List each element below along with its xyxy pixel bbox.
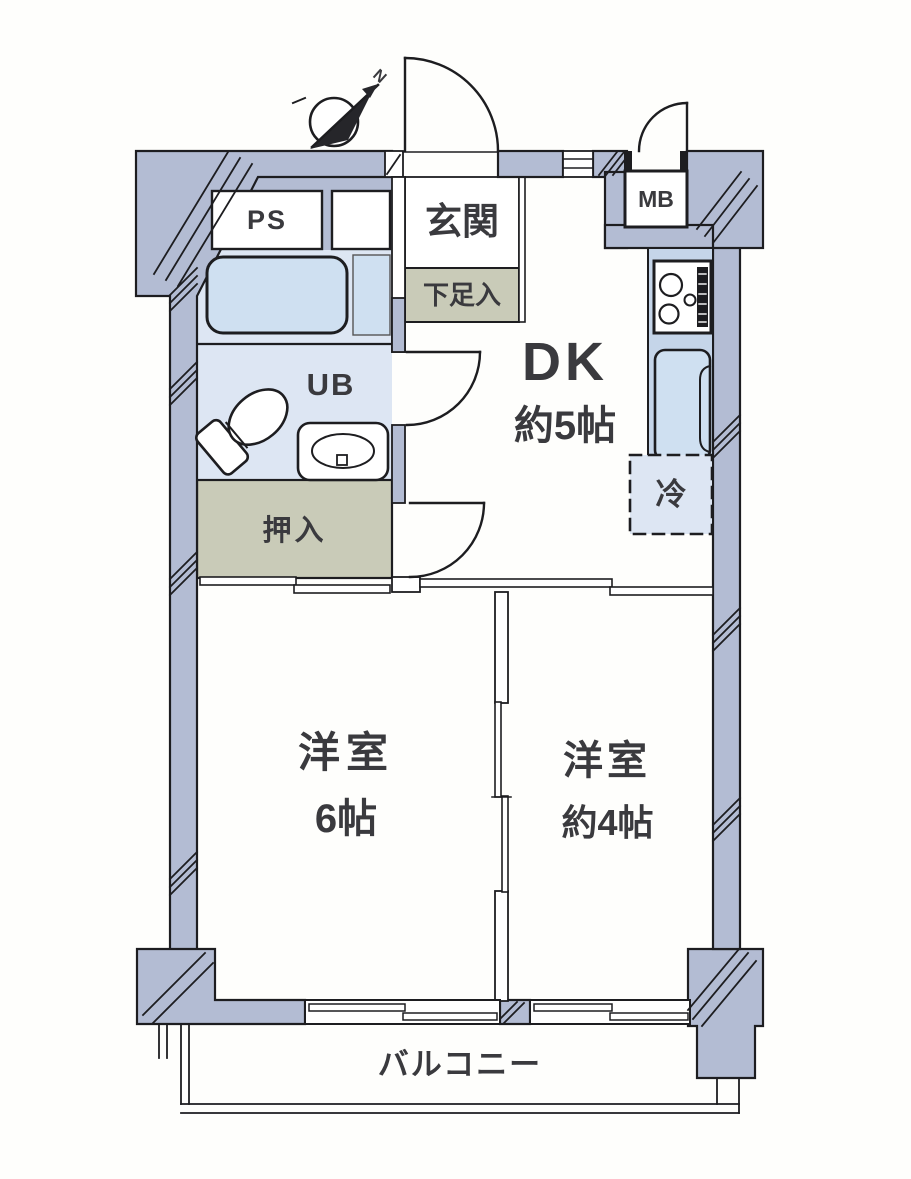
top-wall-segment bbox=[496, 149, 565, 179]
mb-door-arc bbox=[637, 101, 689, 153]
mb-box bbox=[623, 169, 689, 229]
toilet-icon bbox=[194, 388, 289, 476]
shoe-cabinet-box bbox=[404, 267, 520, 323]
sliding-door-partition bbox=[491, 701, 512, 893]
room-door-arc bbox=[408, 501, 486, 579]
stove-icon bbox=[652, 259, 713, 335]
entrance-floor bbox=[404, 176, 520, 269]
entrance-door-arc bbox=[403, 56, 500, 153]
entrance-east-wall bbox=[518, 176, 526, 323]
right-wall bbox=[711, 244, 742, 951]
ps-box bbox=[210, 189, 324, 251]
refrigerator-space bbox=[628, 453, 714, 536]
sliding-door-closet bbox=[199, 576, 391, 594]
closet-box bbox=[195, 478, 394, 580]
compass-icon bbox=[291, 83, 380, 149]
washbasin-icon bbox=[296, 421, 390, 482]
window-top bbox=[562, 150, 594, 178]
sliding-door-dk bbox=[419, 578, 714, 596]
window-bottom-left bbox=[304, 999, 501, 1025]
bathtub-icon bbox=[205, 254, 391, 336]
interior-wall-west bbox=[391, 176, 421, 593]
ub-door-arc bbox=[405, 350, 482, 427]
sink-icon bbox=[653, 348, 712, 462]
balcony-railing bbox=[158, 1023, 740, 1114]
mb-jamb-right bbox=[680, 151, 688, 173]
bottom-right-pillar bbox=[686, 947, 765, 1080]
window-bottom-right bbox=[529, 999, 691, 1025]
hatch-marks bbox=[141, 150, 759, 1028]
ps-box-2 bbox=[330, 189, 392, 251]
mb-jamb-left bbox=[624, 151, 632, 173]
